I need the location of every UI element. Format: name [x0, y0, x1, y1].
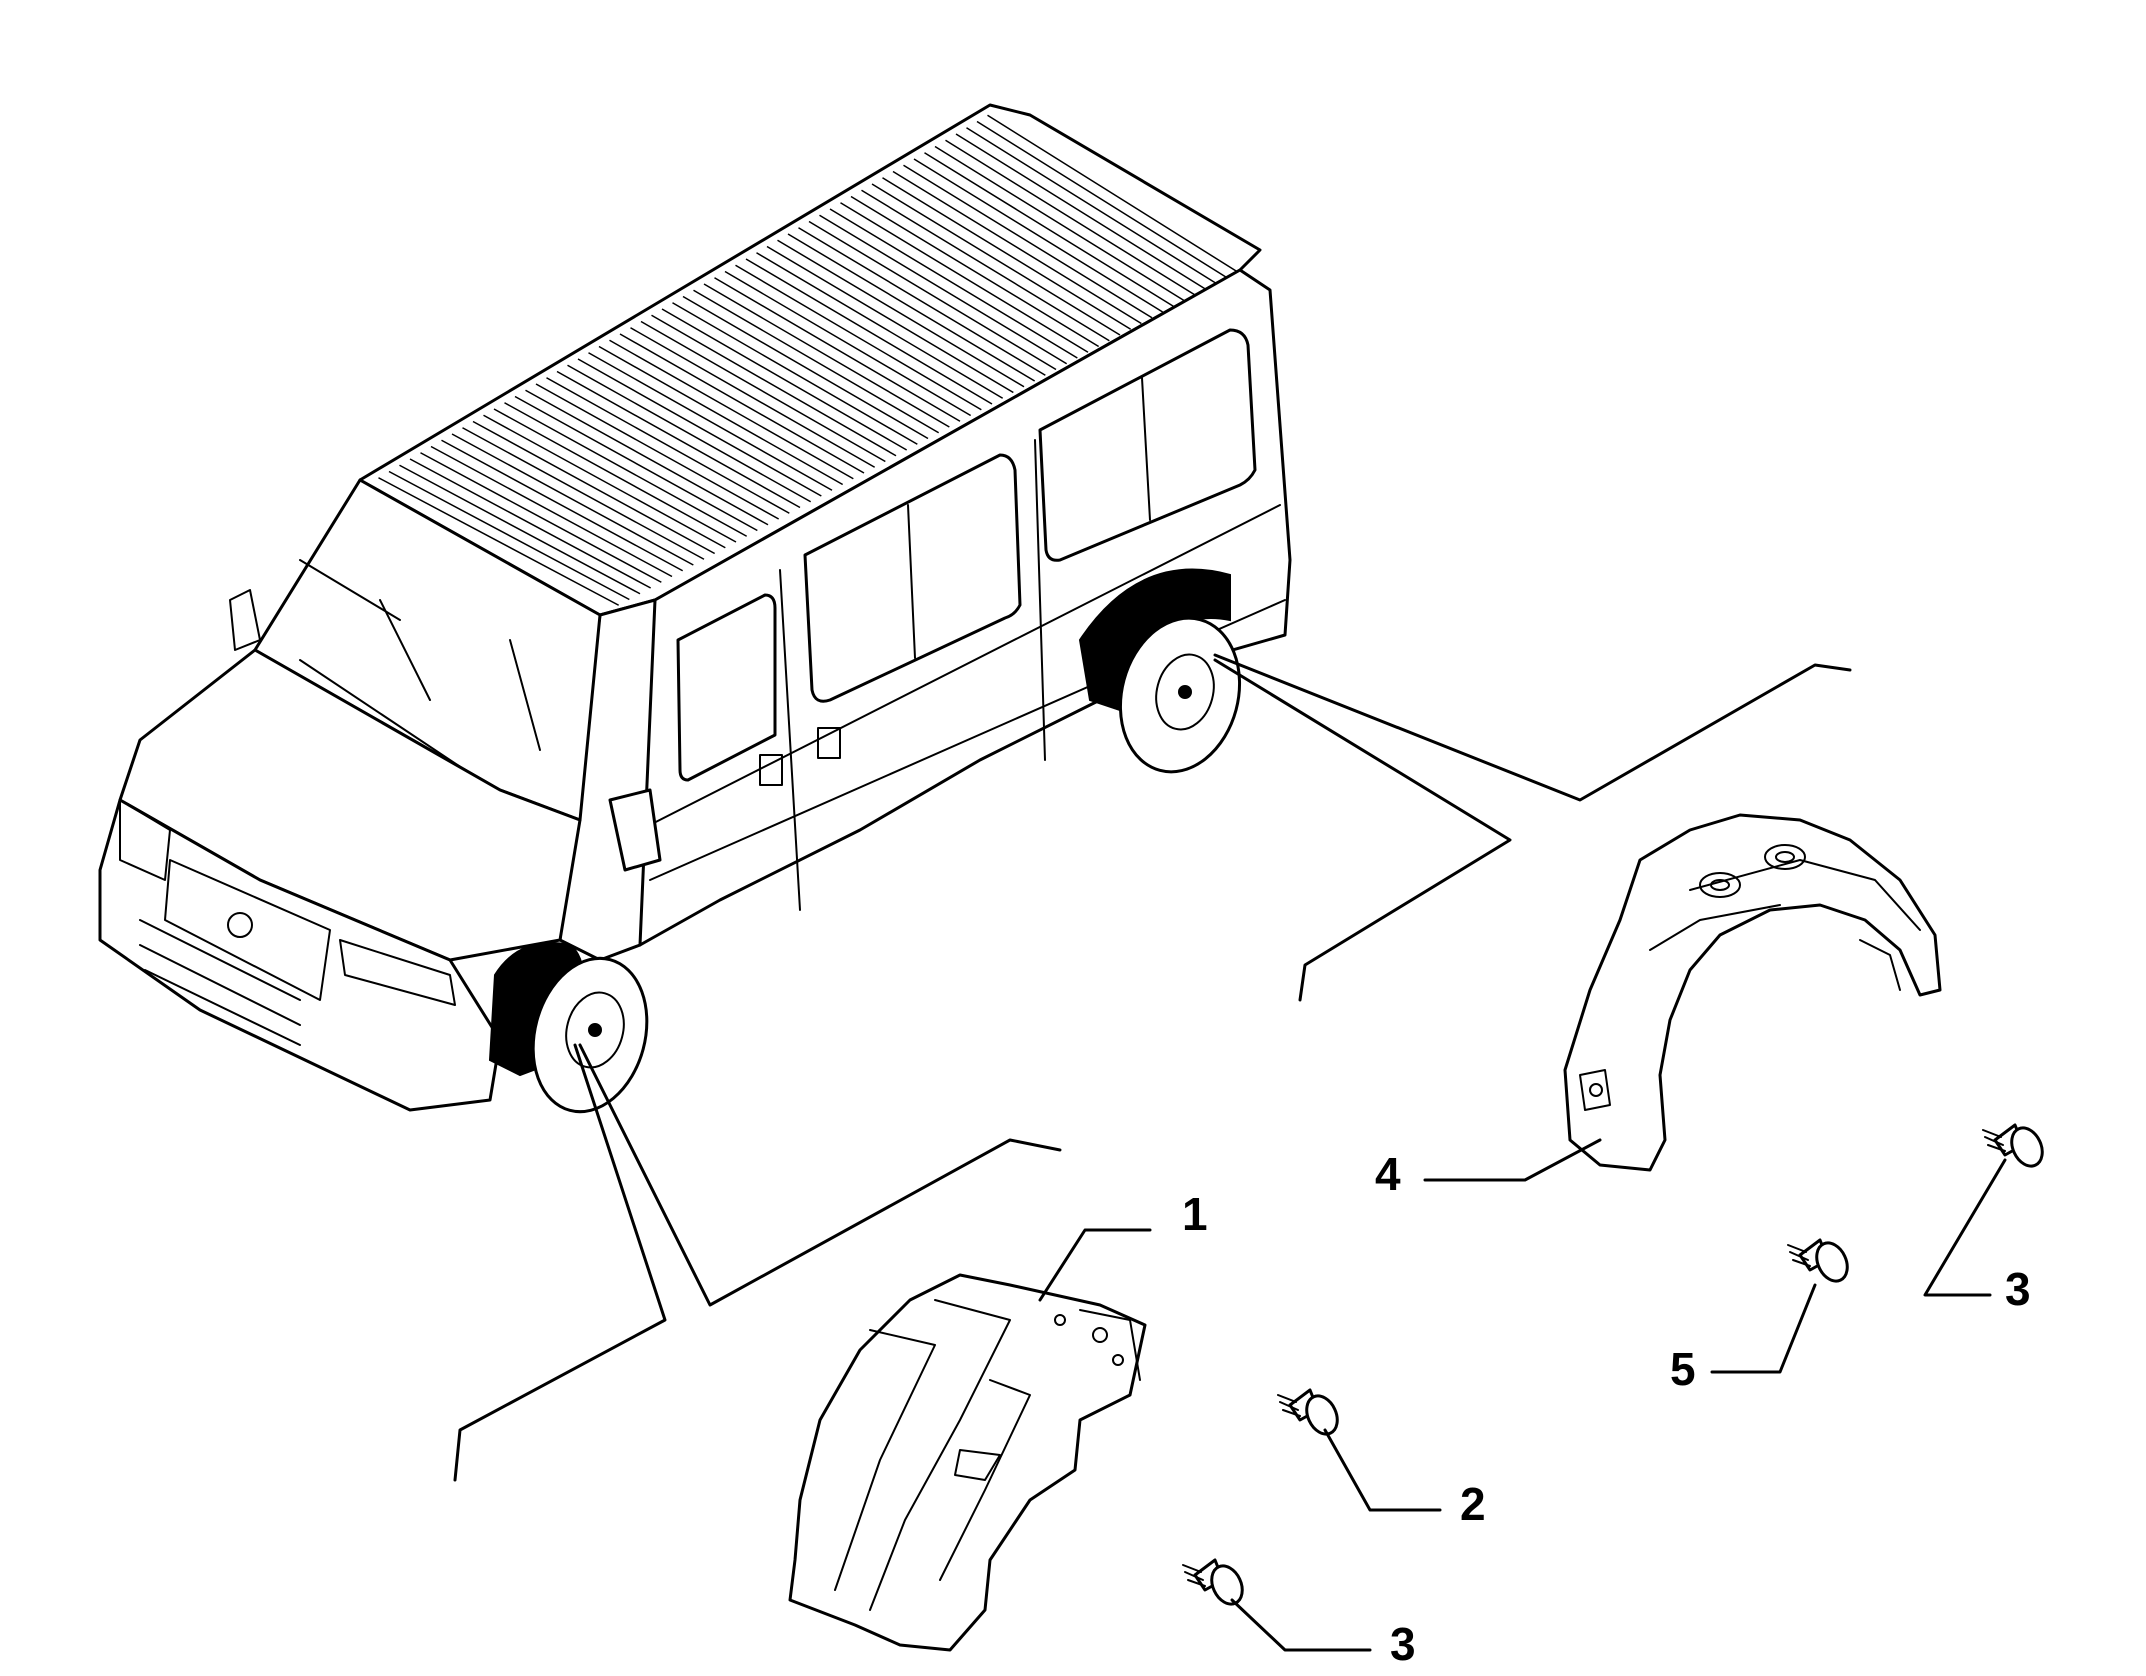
roof-rib [724, 270, 972, 417]
roof-rib [441, 439, 684, 572]
callout-2: 2 [1460, 1478, 1486, 1530]
roof-rib [703, 283, 950, 428]
roof-rib [577, 358, 822, 497]
roof-rib [493, 408, 737, 543]
roof-rib [829, 208, 1078, 359]
roof-rib [630, 327, 876, 468]
roof-rib [567, 364, 812, 503]
roof-rib [651, 314, 897, 457]
callout-leaders [1038, 1138, 2007, 1652]
roof-rib [735, 264, 982, 411]
van-illustration [98, 103, 1292, 1114]
roof-rib [808, 220, 1057, 371]
roof-rib [819, 214, 1068, 365]
fastener-screw-front [1277, 1388, 1339, 1436]
roof-rib [472, 420, 716, 555]
roof-rib [388, 470, 630, 601]
roof-rib [976, 120, 1228, 279]
van-grille [164, 859, 331, 1001]
van-front-face [98, 798, 502, 1112]
callout-3-rear: 3 [2005, 1263, 2031, 1315]
fastener-clip-rear [1982, 1123, 2044, 1168]
roof-rib [850, 195, 1100, 348]
roof-rib [766, 245, 1014, 394]
van-headlight-left [119, 799, 171, 881]
roof-rib [420, 452, 662, 583]
roof-rib [619, 333, 865, 474]
roof-rib [609, 339, 854, 480]
roof-rib [882, 177, 1132, 330]
fastener-clip-front [1182, 1558, 1244, 1606]
roof-rib [661, 308, 908, 451]
roof-rib [672, 302, 918, 445]
roof-rib [913, 158, 1164, 313]
van-headlight-right [339, 939, 456, 1006]
part-front-liner [788, 1273, 1147, 1652]
roof-rib [861, 189, 1110, 342]
roof-rib [903, 164, 1153, 319]
roof-rib [483, 414, 726, 549]
roof-rib [840, 202, 1089, 353]
van-mirror [608, 788, 662, 872]
roof-rib [756, 252, 1004, 399]
van-window-middle [803, 453, 1022, 703]
roof-rib [598, 345, 844, 486]
roof-rib [714, 277, 961, 422]
roof-rib [514, 395, 758, 532]
roof-rib [777, 239, 1025, 388]
roof-rib [640, 320, 886, 463]
roof-rib [504, 402, 748, 537]
roof-rib [378, 477, 620, 606]
callout-labels: 1 2 3 4 5 3 [1182, 1148, 2031, 1670]
roof-rib [955, 133, 1206, 290]
roof-ribs [378, 114, 1238, 606]
van-beltline [639, 504, 1281, 831]
callout-5: 5 [1670, 1343, 1696, 1395]
roof-rib [556, 370, 801, 509]
van-window-rear [1038, 328, 1257, 562]
roof-rib [525, 389, 769, 526]
roof-rib [462, 427, 705, 560]
roof-rib [987, 114, 1238, 273]
roof-rib [399, 464, 641, 595]
roof-rib [871, 183, 1121, 336]
roof-rib [682, 295, 929, 440]
part-rear-liner [1563, 813, 1942, 1172]
callout-4: 4 [1375, 1148, 1401, 1200]
van-window-door [676, 593, 777, 782]
roof-rib [745, 258, 993, 405]
roof-rib [451, 433, 694, 566]
roof-rib [966, 127, 1217, 284]
roof-rib [535, 383, 780, 520]
projection-lines [453, 653, 1852, 1482]
roof-rib [945, 139, 1196, 296]
roof-rib [693, 289, 940, 434]
fastener-screw-rear [1787, 1238, 1849, 1283]
callout-3-front: 3 [1390, 1618, 1416, 1670]
roof-rib [934, 145, 1185, 302]
roof-rib [787, 233, 1036, 382]
roof-rib [588, 352, 833, 491]
roof-rib [892, 170, 1142, 325]
roof-rib [546, 377, 790, 514]
callout-1: 1 [1182, 1188, 1208, 1240]
roof-rib [798, 227, 1046, 376]
roof-rib [430, 445, 673, 578]
front-wheel [531, 956, 649, 1114]
roof-rib [409, 458, 652, 589]
roof-rib [924, 152, 1174, 307]
